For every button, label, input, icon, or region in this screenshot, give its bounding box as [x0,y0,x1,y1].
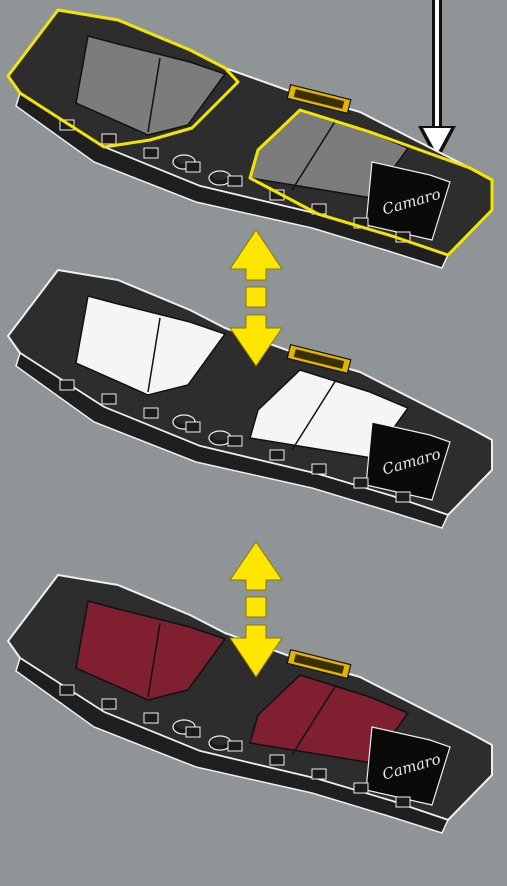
tab [102,699,116,709]
tab [102,134,116,144]
tab [270,450,284,460]
tab [354,478,368,488]
tab [186,727,200,737]
tab [60,380,74,390]
stud-top [212,432,228,440]
tab [60,685,74,695]
tab [228,176,242,186]
tab [144,148,158,158]
tab [144,713,158,723]
tab [144,408,158,418]
stud-top [212,172,228,180]
hood-assembly-2: Camaro [8,270,492,528]
stud-top [212,737,228,745]
tab [228,741,242,751]
tab [228,436,242,446]
tab [312,769,326,779]
tab [312,464,326,474]
tab [186,422,200,432]
tab [270,755,284,765]
hood-assembly-1: Camaro [8,10,492,268]
pointer-arrow-icon [418,0,456,162]
tab [354,783,368,793]
tab [396,797,410,807]
tab [186,162,200,172]
tab [102,394,116,404]
tab [396,492,410,502]
